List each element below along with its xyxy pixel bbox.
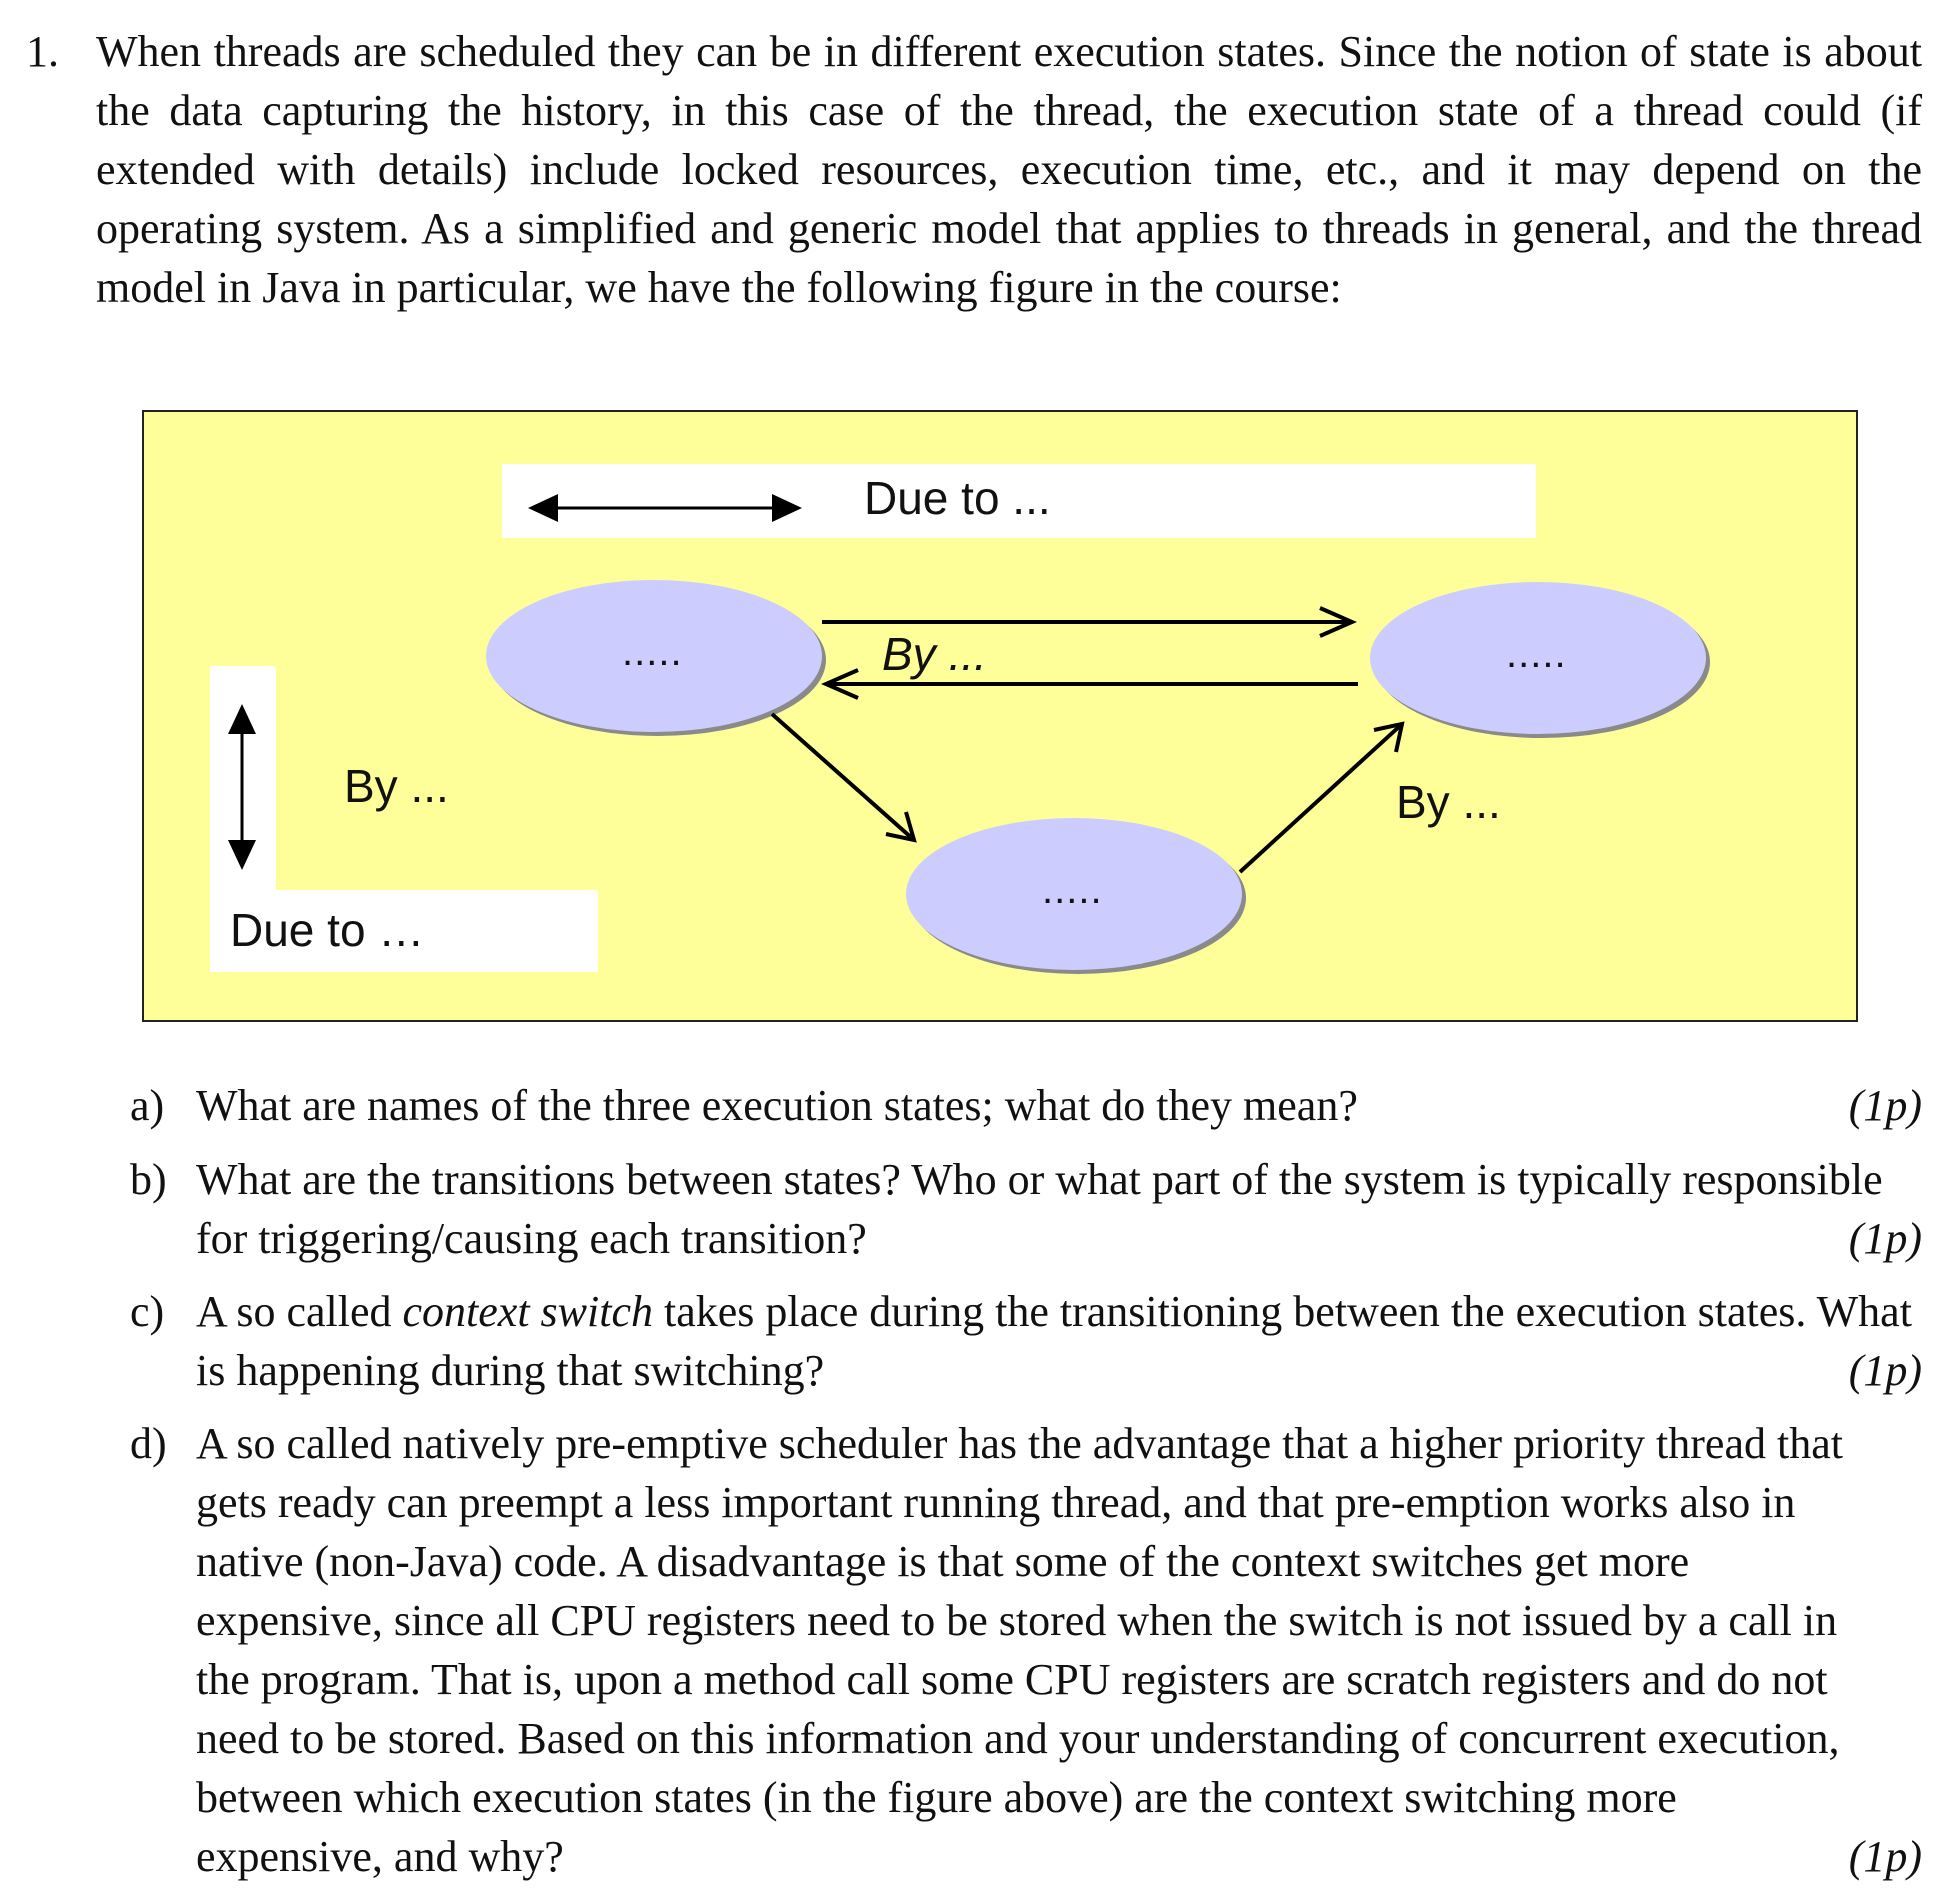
- question-number: 1.: [26, 27, 59, 76]
- subquestion-text: A so called natively pre-emptive schedul…: [196, 1419, 1843, 1881]
- subquestion-text: What are names of the three execution st…: [196, 1081, 1358, 1130]
- subquestion-text: A so called context switch takes place d…: [196, 1282, 1922, 1400]
- subquestion-d: d) A so called natively pre-emptive sche…: [0, 1414, 1948, 1894]
- transition-right-label: By ...: [1396, 776, 1501, 828]
- subquestion-points: (1p): [1848, 1214, 1922, 1263]
- legend-left-due-label: Due to …: [230, 904, 425, 956]
- subquestion-text-pre: A so called: [196, 1287, 403, 1336]
- question-intro: When threads are scheduled they can be i…: [96, 27, 1922, 312]
- state-ellipse-right: [1370, 582, 1706, 734]
- transition-left-to-bottom: [770, 712, 917, 843]
- subquestion-label: b): [130, 1155, 167, 1204]
- legend-double-arrow-vertical: [228, 704, 256, 870]
- subquestion-a: a) What are names of the three execution…: [0, 1076, 1948, 1136]
- subquestion-label: d): [130, 1419, 167, 1468]
- state-right-label: .....: [1506, 632, 1567, 676]
- legend-left-bottom-box: [210, 890, 598, 972]
- subquestion-points: (1p): [1848, 1832, 1922, 1881]
- diagram-graphics: [228, 494, 1710, 974]
- legend-top-box: [502, 464, 1536, 538]
- thread-state-figure: Due to ... By ... Due to … ..... ..... .…: [142, 410, 1858, 1022]
- subquestion-c: c) A so called context switch takes plac…: [0, 1282, 1948, 1402]
- subquestion-b: b) What are the transitions between stat…: [0, 1150, 1948, 1270]
- subquestion-label: a): [130, 1081, 165, 1130]
- state-left-label: .....: [622, 630, 683, 674]
- state-bottom-label: .....: [1042, 868, 1103, 912]
- transition-between-label: By ...: [882, 628, 987, 680]
- transition-bottom-to-right: [1238, 721, 1405, 874]
- subquestion-text-post: takes place during the transitioning bet…: [196, 1287, 1912, 1395]
- subquestion-points: (1p): [1848, 1081, 1922, 1130]
- legend-top-label: Due to ...: [864, 472, 1051, 524]
- state-ellipse-bottom: [906, 818, 1242, 970]
- subquestion-text: What are the transitions between states?…: [196, 1155, 1883, 1263]
- legend-double-arrow-horizontal: [528, 494, 802, 522]
- transition-right-to-left: [821, 668, 1358, 700]
- state-ellipse-left: [486, 580, 822, 732]
- subquestion-points: (1p): [1848, 1346, 1922, 1395]
- legend-left-by-label: By ...: [344, 760, 449, 812]
- subquestion-text-emphasis: context switch: [402, 1287, 654, 1336]
- subquestion-label: c): [130, 1287, 165, 1336]
- transition-left-to-right: [822, 606, 1357, 638]
